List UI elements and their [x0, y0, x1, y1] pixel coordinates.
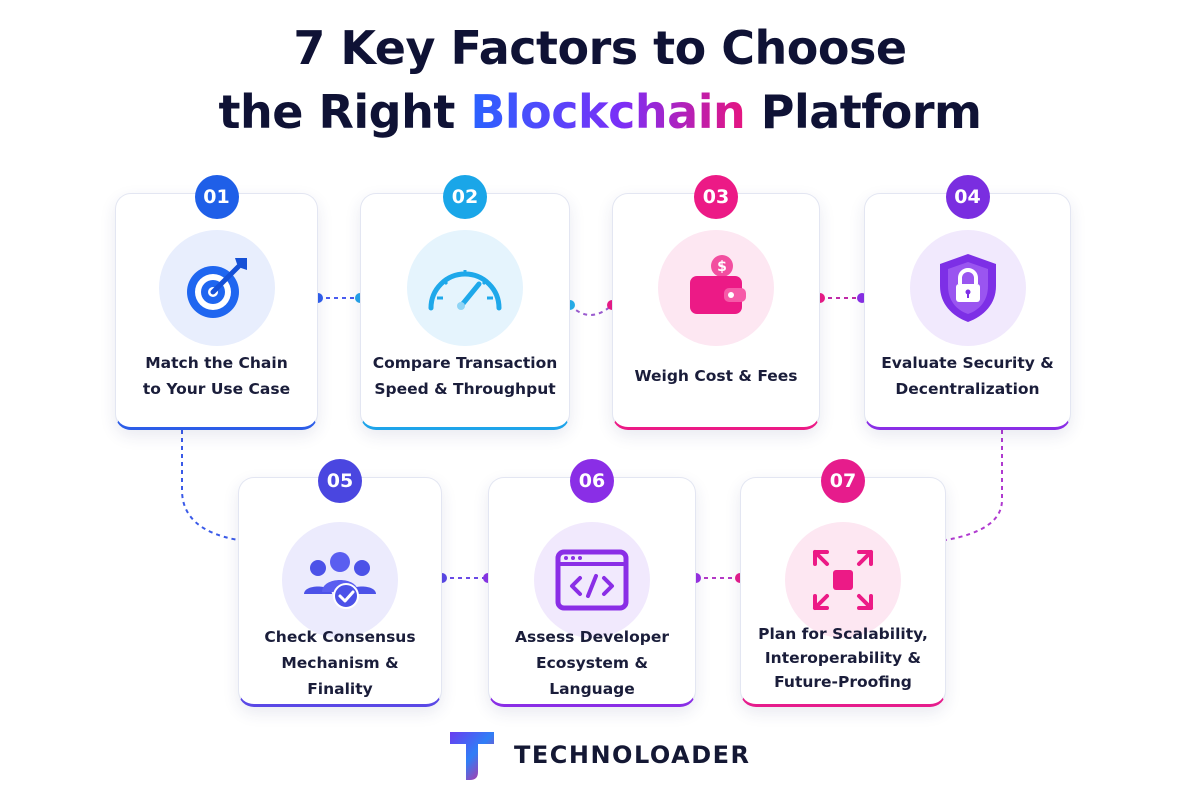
factor-card-04: 04 Evaluate Security & Decentralization	[864, 175, 1071, 430]
factor-card-07: 07 Plan for Scalability, Interoperabilit…	[740, 459, 946, 707]
factor-label-line: Decentralization	[895, 380, 1040, 398]
factor-card-02: 02 Compare Transaction Speed & Throughpu…	[360, 175, 570, 430]
step-number-badge: 07	[821, 459, 865, 503]
step-number-badge: 02	[443, 175, 487, 219]
expand-icon	[813, 550, 873, 610]
factor-label-line: Mechanism & Finality	[281, 654, 399, 698]
step-number-badge: 03	[694, 175, 738, 219]
brand-name: TECHNOLOADER	[514, 741, 751, 769]
factor-label-line: to Your Use Case	[142, 380, 291, 398]
step-number-badge: 04	[945, 175, 990, 219]
title-suffix: Platform	[745, 85, 982, 139]
factor-label-line: Match the Chain	[145, 354, 288, 372]
factor-label-line: Evaluate Security &	[881, 354, 1054, 372]
shield-lock-icon	[939, 254, 996, 322]
page-title-line-2: the Right Blockchain Platform	[0, 84, 1200, 140]
factor-label-line: Assess Developer	[514, 628, 670, 646]
factor-label-line: Weigh Cost & Fees	[634, 367, 798, 385]
wallet-icon: $	[690, 255, 746, 314]
factor-label-line: Speed & Throughput	[374, 380, 556, 398]
factor-label-line: Interoperability &	[764, 649, 922, 667]
factor-card-01: 01 Match the Chain to Your Use Case	[115, 175, 318, 430]
factor-card-03: 03 $ Weigh Cost & Fees	[612, 175, 820, 430]
brand-logo: TECHNOLOADER	[448, 728, 751, 782]
users-check-icon	[304, 552, 376, 609]
factor-label-line: Ecosystem & Language	[536, 654, 648, 698]
step-number-badge: 05	[318, 459, 362, 503]
factor-card-05: 05 Check Consensus Mechanism & Finality	[238, 459, 442, 707]
step-number-badge: 06	[570, 459, 614, 503]
factor-label-line: Future-Proofing	[774, 673, 912, 691]
svg-text:$: $	[717, 259, 727, 275]
factor-label-line: Check Consensus	[264, 628, 416, 646]
step-number-badge: 01	[194, 175, 239, 219]
t-logo-icon	[450, 732, 494, 780]
target-icon	[186, 258, 247, 318]
factor-card-06: 06 Assess Developer Ecosystem & Language	[488, 459, 696, 707]
title-prefix: the Right	[218, 85, 471, 139]
factor-label-line: Compare Transaction	[372, 354, 558, 372]
title-highlight: Blockchain	[470, 85, 746, 139]
factor-label-line: Plan for Scalability,	[758, 625, 928, 643]
page-title-line-1: 7 Key Factors to Choose	[293, 21, 907, 75]
speedometer-icon	[428, 270, 502, 311]
code-window-icon	[555, 549, 629, 611]
